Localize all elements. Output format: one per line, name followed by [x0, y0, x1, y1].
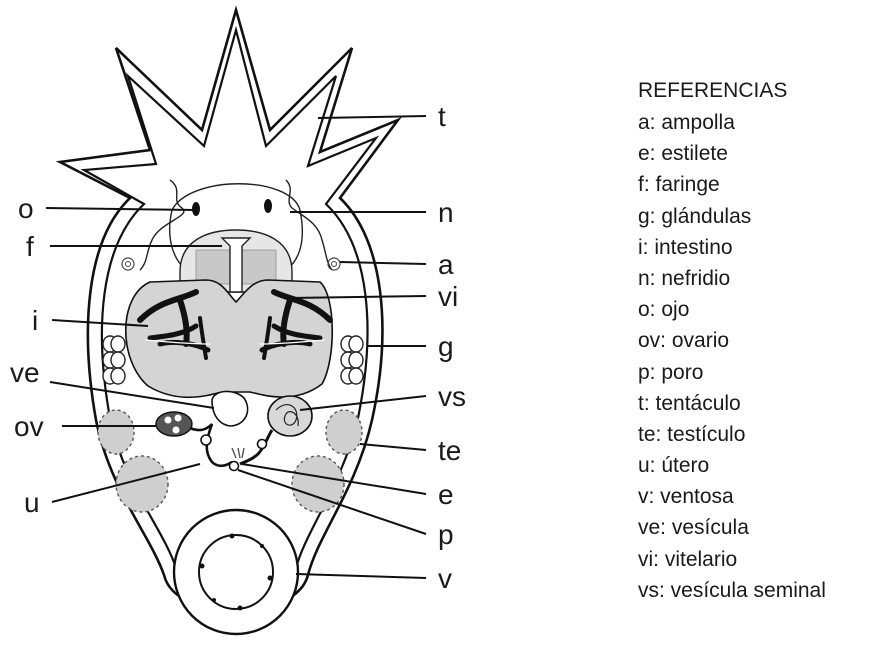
- label-ov: ov: [14, 411, 44, 442]
- legend-item-n: n: nefridio: [638, 263, 894, 294]
- label-a: a: [438, 249, 454, 280]
- legend-item-t: t: tentáculo: [638, 388, 894, 419]
- ovary: [156, 412, 192, 436]
- legend-item-te: te: testículo: [638, 419, 894, 450]
- legend-item-g: g: glándulas: [638, 201, 894, 232]
- legend-item-v: v: ventosa: [638, 481, 894, 512]
- label-g: g: [438, 331, 454, 362]
- label-v: v: [438, 563, 452, 594]
- legend-item-f: f: faringe: [638, 169, 894, 200]
- legend-item-i: i: intestino: [638, 232, 894, 263]
- label-f: f: [26, 231, 34, 262]
- label-n: n: [438, 197, 454, 228]
- label-ve: ve: [10, 357, 40, 388]
- legend-title: REFERENCIAS: [638, 74, 894, 107]
- organism-diagram: t o n f a i vi g ve vs ov te e u p v: [0, 0, 620, 655]
- label-vs: vs: [438, 381, 466, 412]
- legend-item-e: e: estilete: [638, 138, 894, 169]
- label-p: p: [438, 519, 454, 550]
- label-o: o: [18, 193, 34, 224]
- stylet-bulb: [258, 440, 267, 449]
- uterus-bulb: [201, 435, 211, 445]
- eye-right: [264, 199, 272, 213]
- glands-left: [103, 336, 125, 384]
- legend-item-o: o: ojo: [638, 294, 894, 325]
- label-u: u: [24, 487, 40, 518]
- legend: REFERENCIAS a: ampolla e: estilete f: fa…: [638, 74, 894, 606]
- legend-item-u: u: útero: [638, 450, 894, 481]
- glands-right: [341, 336, 363, 384]
- label-i: i: [32, 305, 38, 336]
- legend-item-vi: vi: vitelario: [638, 544, 894, 575]
- label-te: te: [438, 435, 461, 466]
- sucker: [174, 510, 298, 634]
- label-t: t: [438, 101, 446, 132]
- legend-item-a: a: ampolla: [638, 107, 894, 138]
- label-vi: vi: [438, 281, 458, 312]
- pore: [230, 462, 239, 471]
- legend-item-ov: ov: ovario: [638, 325, 894, 356]
- label-e: e: [438, 479, 454, 510]
- legend-item-vs: vs: vesícula seminal: [638, 575, 894, 606]
- seminal-vesicle: [268, 396, 312, 436]
- legend-item-ve: ve: vesícula: [638, 512, 894, 543]
- legend-item-p: p: poro: [638, 357, 894, 388]
